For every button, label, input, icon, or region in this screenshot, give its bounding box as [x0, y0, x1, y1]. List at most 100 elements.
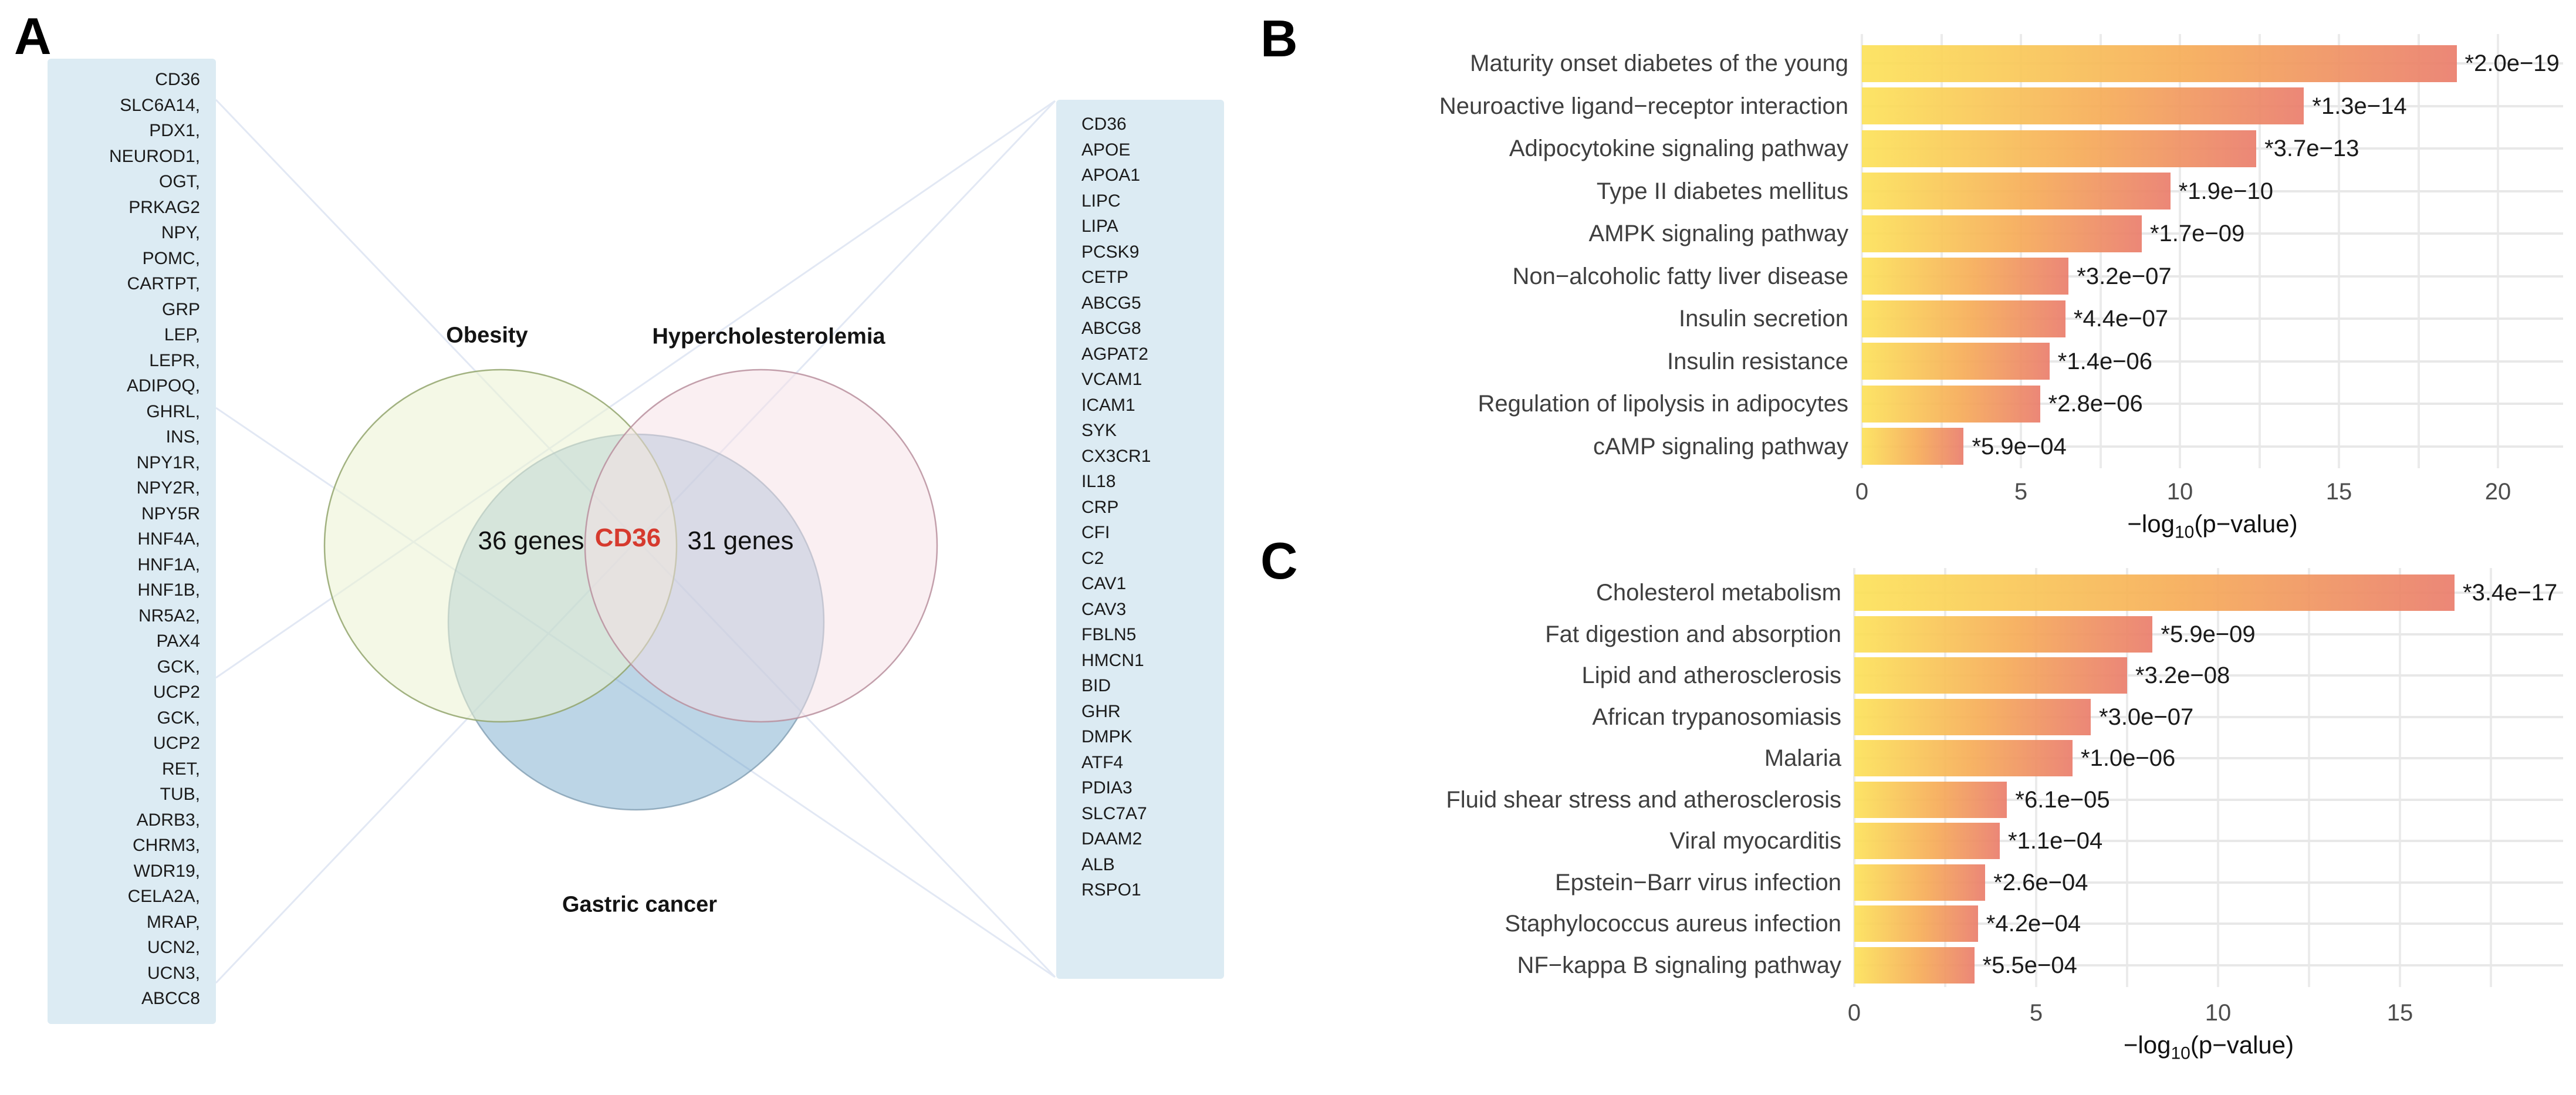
bar [1854, 740, 2073, 776]
gene-item: FBLN5 [1081, 625, 1137, 644]
gene-item: RET, [161, 759, 200, 779]
bar [1854, 657, 2127, 694]
category-label: Fluid shear stress and atherosclerosis [1446, 786, 1841, 813]
pvalue-annotation: *3.2e−08 [2135, 663, 2230, 688]
gene-item: UCN3, [147, 963, 200, 983]
gene-item: PCSK9 [1081, 242, 1140, 262]
gene-item: ADIPOQ, [126, 376, 200, 396]
gridline-vertical [2258, 34, 2261, 468]
gene-item: SLC7A7 [1081, 803, 1147, 823]
gene-item: LEP, [164, 325, 200, 344]
gridline-horizontal [1862, 317, 2563, 320]
pvalue-annotation: *5.9e−04 [1972, 433, 2067, 459]
tick-label: 10 [2205, 1000, 2232, 1026]
pvalue-annotation: *5.5e−04 [1982, 952, 2077, 978]
gene-item: ALB [1081, 854, 1115, 874]
gene-item: PAX4 [156, 631, 201, 651]
gridline-vertical [2399, 568, 2401, 987]
gene-item: C2 [1081, 548, 1104, 568]
category-label: cAMP signaling pathway [1593, 433, 1848, 459]
pvalue-annotation: *3.0e−07 [2099, 704, 2194, 730]
gridline-horizontal [1862, 360, 2563, 363]
venn-label-obesity: Obesity [446, 323, 528, 348]
gene-item: AGPAT2 [1081, 344, 1148, 364]
gene-item: CHRM3, [132, 836, 200, 855]
gridline-vertical [2338, 34, 2340, 468]
gridline-vertical [2020, 34, 2022, 468]
gene-item: NEUROD1, [109, 146, 200, 166]
gene-item: ICAM1 [1081, 395, 1135, 415]
gene-item: ABCG8 [1081, 319, 1141, 338]
gene-item: ATF4 [1081, 752, 1124, 772]
gene-item: UCN2, [147, 938, 200, 957]
gene-item: CELA2A, [127, 887, 200, 906]
gene-item: CAV3 [1081, 599, 1127, 619]
category-label: AMPK signaling pathway [1588, 221, 1848, 246]
gene-item: NPY2R, [136, 478, 200, 498]
category-label: Maturity onset diabetes of the young [1470, 50, 1848, 76]
gene-item: HMCN1 [1081, 650, 1144, 670]
gene-item: GCK, [157, 657, 200, 677]
gridline-vertical [2497, 34, 2499, 468]
pvalue-annotation: *2.6e−04 [1993, 869, 2088, 895]
gene-item: LIPC [1081, 191, 1121, 211]
pvalue-annotation: *3.7e−13 [2264, 136, 2359, 161]
gridline-vertical [1940, 34, 1943, 468]
gene-item: APOE [1081, 140, 1131, 160]
gene-item: SLC6A14, [120, 95, 200, 115]
gridline-horizontal [1862, 232, 2563, 235]
gene-item: PDIA3 [1081, 778, 1133, 797]
gene-item: OGT, [158, 172, 200, 191]
gridline-horizontal [1862, 275, 2563, 278]
tick-label: 15 [2386, 1000, 2413, 1026]
gene-item: CD36 [155, 70, 200, 89]
category-label: Cholesterol metabolism [1596, 580, 1841, 606]
gene-item: GRP [161, 299, 200, 319]
gene-item: VCAM1 [1081, 370, 1142, 389]
gridline-horizontal [1854, 922, 2563, 925]
category-label: Malaria [1764, 745, 1841, 771]
bar [1854, 905, 1978, 942]
gridline-horizontal [1862, 403, 2563, 405]
bar [1854, 947, 1975, 984]
gene-item: ADRB3, [136, 810, 200, 830]
gene-item: CD36 [1081, 114, 1127, 134]
category-label: Epstein−Barr virus infection [1554, 869, 1841, 895]
venn-label-hypercholesterolemia: Hypercholesterolemia [652, 324, 885, 349]
category-label: NF−kappa B signaling pathway [1517, 952, 1841, 978]
venn-circle-hypercholesterolemia [584, 369, 938, 723]
gene-item: LIPA [1081, 217, 1118, 236]
pvalue-annotation: *1.1e−04 [2008, 828, 2103, 854]
axis-label: −log10(p−value) [2127, 510, 2298, 542]
gridline-horizontal [1854, 715, 2563, 718]
gene-item: CETP [1081, 268, 1129, 287]
pvalue-annotation: *3.4e−17 [2463, 580, 2558, 606]
gridline-horizontal [1854, 757, 2563, 759]
gene-item: CARTPT, [127, 274, 200, 293]
category-label: Staphylococcus aureus infection [1505, 911, 1841, 937]
category-label: Neuroactive ligand−receptor interaction [1439, 93, 1848, 119]
gene-item: CX3CR1 [1081, 446, 1151, 466]
gene-item: HNF1A, [137, 555, 200, 574]
bar [1862, 300, 2065, 337]
gene-item: DAAM2 [1081, 829, 1142, 849]
bar [1862, 428, 1964, 465]
tick-label: 5 [2014, 479, 2028, 505]
panel-c-letter: C [1260, 532, 1298, 590]
bar [1854, 864, 1986, 901]
panel-b-letter: B [1260, 9, 1298, 67]
tick-label: 0 [1847, 1000, 1861, 1026]
gridline-vertical [2217, 568, 2219, 987]
gridline-horizontal [1862, 190, 2563, 192]
venn-count-right: 31 genes [687, 526, 794, 555]
category-label: Insulin resistance [1666, 348, 1848, 374]
gene-item: UCP2 [153, 682, 200, 702]
gridline-vertical [2126, 568, 2128, 987]
gene-item: CFI [1081, 523, 1110, 542]
pvalue-annotation: *2.8e−06 [2048, 391, 2143, 417]
tick-label: 0 [1855, 479, 1869, 505]
gene-item: UCP2 [153, 734, 200, 753]
gene-item: NPY5R [141, 503, 200, 523]
gene-item: DMPK [1081, 727, 1133, 746]
